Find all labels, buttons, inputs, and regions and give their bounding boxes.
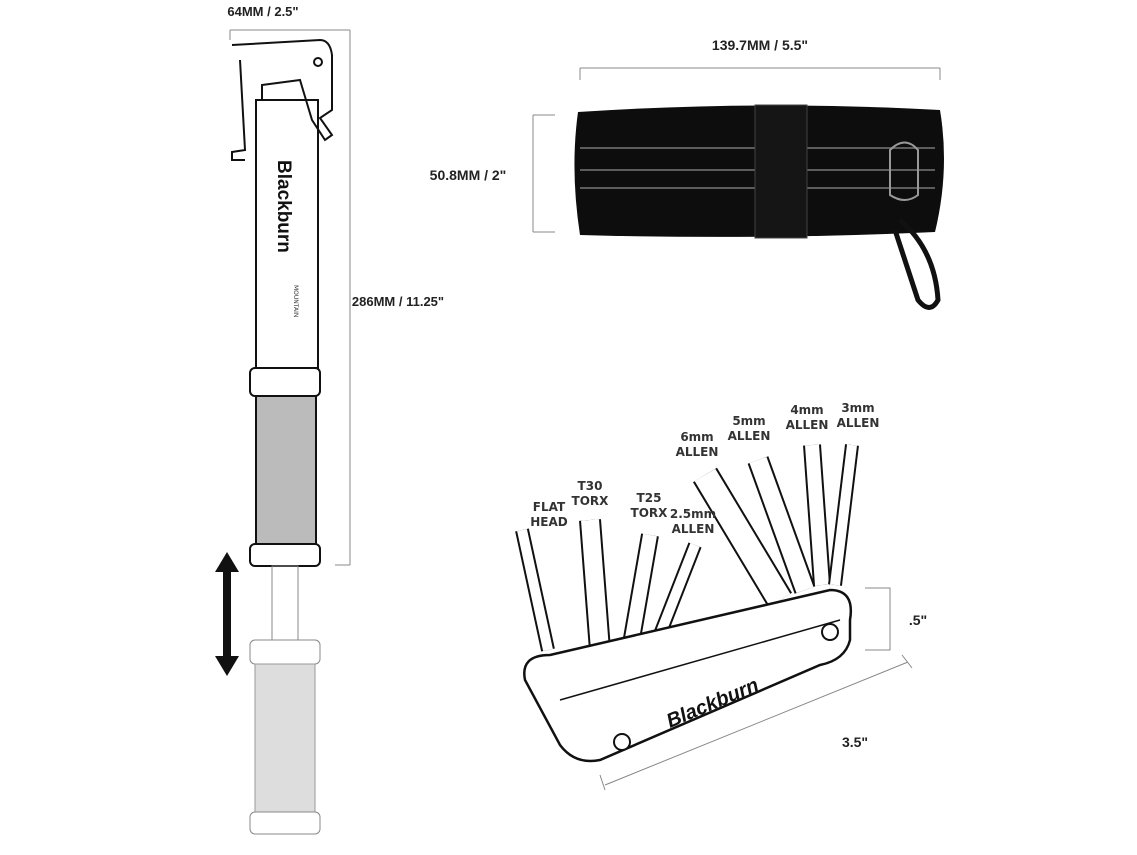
pump-subtitle: MOUNTAIN (292, 285, 299, 317)
extend-arrow-icon (215, 552, 239, 676)
bit-label: ALLEN (786, 418, 829, 432)
bit-label: 6mm (680, 430, 713, 444)
bag-height-label: 50.8MM / 2" (430, 167, 507, 183)
pump-width-label: 64MM / 2.5" (227, 4, 298, 19)
bit-label: ALLEN (728, 429, 771, 443)
bit-label: 3mm (841, 401, 874, 415)
bit-label: T30 (578, 479, 603, 493)
mini-pump: Blackburn MOUNTAIN (215, 38, 334, 835)
multitool-bit-labels: FLAT HEAD T30 TORX T25 TORX 2.5mm ALLEN … (530, 401, 879, 536)
tool-roll-bag (574, 104, 944, 310)
multitool-thickness-label: .5" (909, 612, 927, 628)
bit-label: TORX (572, 494, 610, 508)
pump-brand-logo: Blackburn (273, 160, 294, 253)
bit-label: 4mm (790, 403, 823, 417)
bit-label: 2.5mm (670, 507, 716, 521)
bag-dimensions: 139.7MM / 5.5" 50.8MM / 2" (430, 37, 941, 233)
bit-label: HEAD (530, 515, 568, 529)
bit-label: TORX (631, 506, 669, 520)
multitool-length-label: 3.5" (842, 734, 868, 750)
bit-label: ALLEN (837, 416, 880, 430)
bit-label: FLAT (533, 500, 566, 514)
pump-length-label: 286MM / 11.25" (352, 294, 444, 309)
multi-tool: Blackburn (515, 444, 859, 763)
multitool-dimensions: .5" 3.5" (599, 587, 927, 791)
pump-dimensions: 64MM / 2.5" 286MM / 11.25" (227, 4, 444, 566)
bag-width-label: 139.7MM / 5.5" (712, 37, 808, 53)
bit-label: ALLEN (676, 445, 719, 459)
bit-label: ALLEN (672, 522, 715, 536)
bit-label: 5mm (732, 414, 765, 428)
bit-label: T25 (637, 491, 662, 505)
